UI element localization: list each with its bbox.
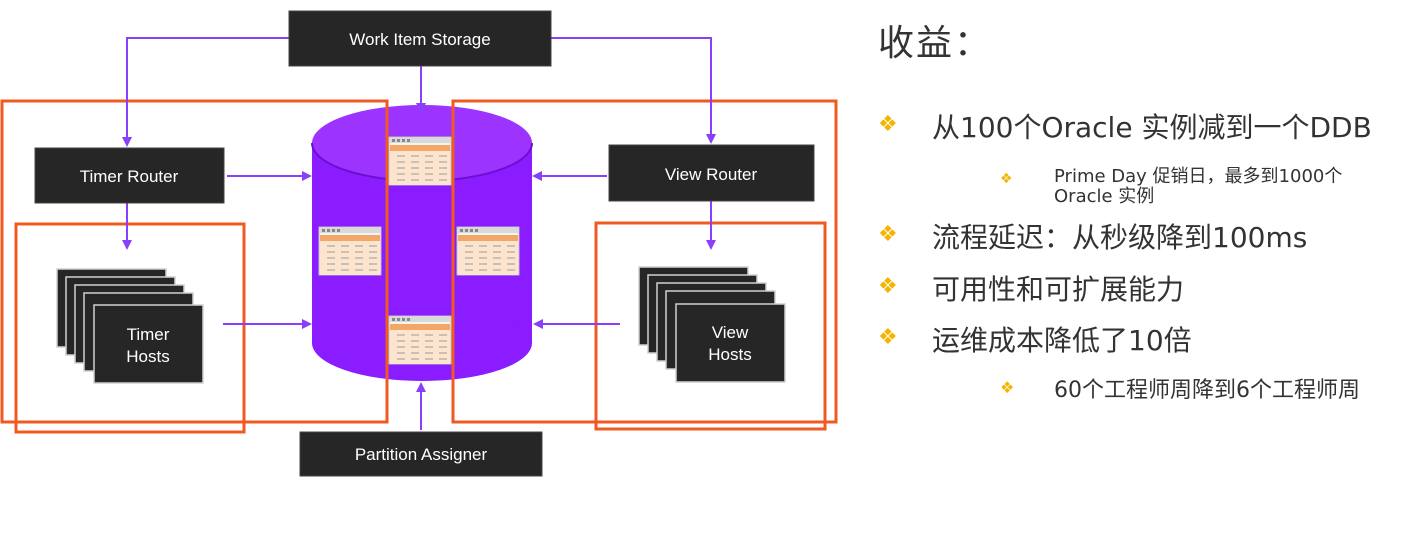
diamond-bullet-icon: ❖ <box>878 112 898 137</box>
work-item-storage-label: Work Item Storage <box>349 30 490 49</box>
diamond-bullet-icon: ❖ <box>878 222 898 247</box>
benefit-item-text: 可用性和可扩展能力 <box>932 273 1185 306</box>
benefit-subitem-line1: Prime Day 促销日，最多到1000个 <box>1054 166 1343 187</box>
diamond-bullet-icon: ❖ <box>878 274 898 299</box>
timer-group-frame <box>0 99 389 424</box>
partition-assigner-box: Partition Assigner <box>299 431 543 477</box>
flow-arrows <box>122 37 716 430</box>
table-icon <box>456 226 520 276</box>
view-hosts-stack: View Hosts <box>638 266 786 383</box>
view-router-label: View Router <box>665 165 758 184</box>
table-icon <box>388 136 452 186</box>
table-icon <box>318 226 382 276</box>
view-hosts-label-line2: Hosts <box>708 345 751 364</box>
timer-router-box: Timer Router <box>34 147 225 204</box>
timer-hosts-label-line1: Timer <box>127 325 170 344</box>
benefit-item-text: 运维成本降低了10倍 <box>932 324 1192 357</box>
highlight-frames <box>0 99 838 434</box>
architecture-diagram: Work Item Storage Timer Router View Rout… <box>0 10 838 477</box>
timer-hosts-stack: Timer Hosts <box>56 268 204 384</box>
benefit-subitem-text: 60个工程师周降到6个工程师周 <box>1054 378 1360 403</box>
diamond-bullet-icon: ❖ <box>1000 378 1015 397</box>
timer-hosts-frame <box>14 222 246 434</box>
view-hosts-label-line1: View <box>712 323 749 342</box>
timer-router-label: Timer Router <box>80 167 179 186</box>
timer-hosts-label-line2: Hosts <box>126 347 169 366</box>
work-item-storage-box: Work Item Storage <box>288 10 552 67</box>
benefit-subitem-line2: Oracle 实例 <box>1054 186 1155 207</box>
view-group-frame <box>451 99 838 424</box>
view-router-box: View Router <box>608 144 815 202</box>
benefit-item-text: 从100个Oracle 实例减到一个DDB <box>932 111 1372 144</box>
benefits-title: 收益： <box>878 23 993 64</box>
partition-assigner-label: Partition Assigner <box>355 445 488 464</box>
table-icon <box>388 315 452 365</box>
benefit-subitem-text: Prime Day 促销日，最多到1000个 Oracle 实例 <box>1054 167 1342 207</box>
benefit-item-text: 流程延迟：从秒级降到100ms <box>932 221 1308 254</box>
diamond-bullet-icon: ❖ <box>878 325 898 350</box>
diamond-bullet-icon: ❖ <box>1000 171 1013 187</box>
